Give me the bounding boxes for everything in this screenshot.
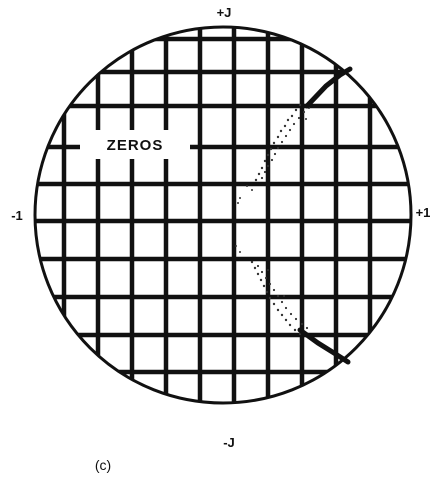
zeros-dot-band-upper xyxy=(237,103,310,204)
zeros-label: ZEROS xyxy=(107,137,164,154)
left-axis-label: -1 xyxy=(11,208,23,223)
top-axis-label: +J xyxy=(217,5,232,20)
unit-circle xyxy=(33,25,413,405)
grid xyxy=(35,27,411,403)
figure-caption: (c) xyxy=(95,457,111,473)
right-axis-label: +1 xyxy=(416,205,431,220)
bottom-axis-label: -J xyxy=(223,435,235,450)
upper-zeros-arc xyxy=(304,66,353,109)
lower-zeros-arc xyxy=(297,327,351,365)
zeros-label-box xyxy=(80,130,190,159)
